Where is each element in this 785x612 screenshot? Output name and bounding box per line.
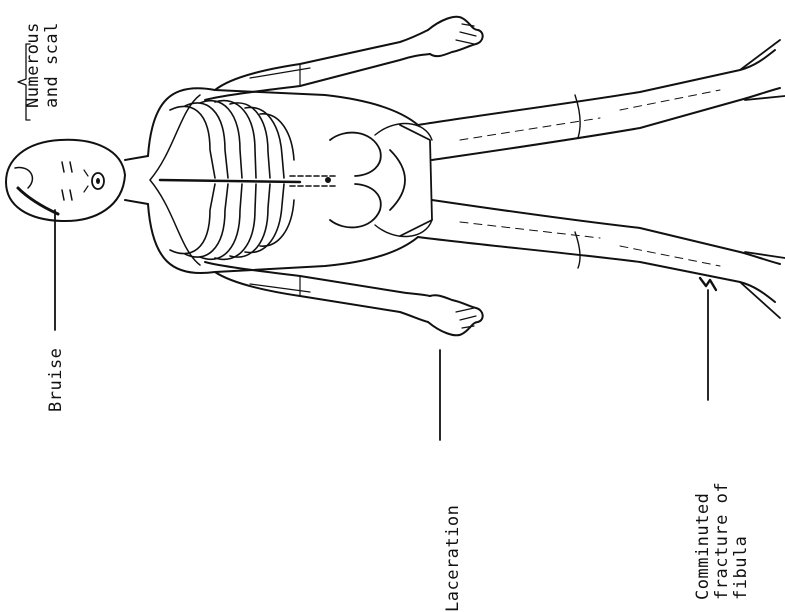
leg-upper (418, 40, 785, 160)
annotation-bruise: Bruise (47, 348, 66, 412)
head (6, 140, 125, 221)
arm-upper (205, 17, 483, 100)
annotation-fibula-fracture: Comminuted fracture of fibula (694, 482, 751, 600)
leg-lower (418, 200, 785, 318)
annotation-laceration: Laceration (444, 505, 463, 612)
arm-lower (205, 262, 483, 335)
ribcage (160, 101, 335, 260)
leader-lines (18, 44, 708, 440)
neck (125, 156, 148, 204)
annotation-numerous: Numerous and scal (24, 22, 62, 108)
pelvis (325, 124, 432, 237)
